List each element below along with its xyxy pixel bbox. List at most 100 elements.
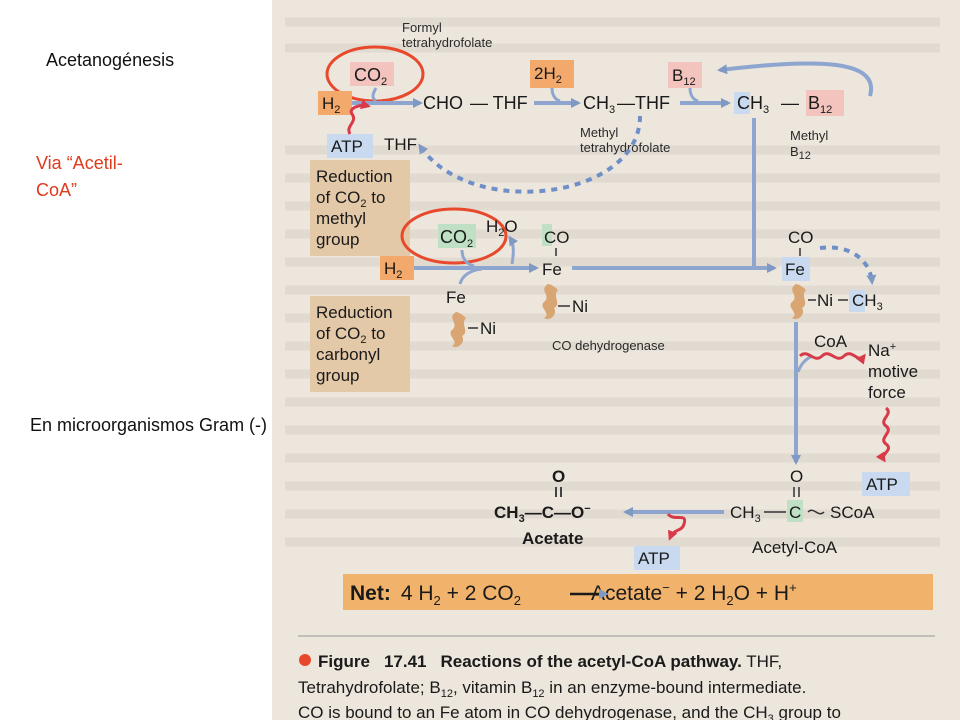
fe-lower-up-arrow	[458, 267, 483, 285]
slide-title: Acetanogénesis	[46, 50, 175, 70]
thf-label: THF	[384, 135, 417, 154]
ch3-right: CH3	[852, 291, 883, 313]
o-acetate: O	[552, 467, 565, 486]
ni-right: Ni	[817, 291, 833, 310]
2h2-box	[530, 60, 574, 88]
h2-mid-box	[380, 256, 414, 280]
reduction-carbonyl-2: of CO2 to	[316, 324, 385, 346]
h2o-out-arrow	[508, 235, 519, 265]
atp-top-wavy	[347, 99, 371, 135]
scoa: SCoA	[830, 503, 875, 522]
b12-right: B12	[808, 93, 832, 116]
h2-top-box	[318, 91, 352, 115]
b12-top-box	[668, 62, 702, 88]
reduction-carbonyl-4: carbonyl	[316, 345, 380, 364]
ch3-b12-dash: —	[781, 93, 799, 113]
ch3-thf-dash: —THF	[617, 93, 670, 113]
2h2-into-arrow	[550, 87, 561, 103]
fe-lower: Fe	[446, 288, 466, 307]
ch3-b12: CH3	[737, 93, 769, 116]
co-mid: CO	[544, 228, 570, 247]
fe-mid: Fe	[542, 260, 562, 279]
h2-top: H2	[322, 94, 340, 116]
b12-recycle-arrow	[717, 61, 874, 97]
co2-mid-circle	[400, 207, 508, 265]
atp-top-box	[327, 134, 373, 158]
enzyme-blob-right	[790, 284, 806, 320]
reduction-carbonyl-1: Reduction	[316, 303, 393, 322]
reduction-methyl-5: group	[316, 230, 359, 249]
fe-right-highlight	[782, 257, 810, 281]
na-label-1: Na+	[868, 341, 896, 360]
reduction-methyl-box	[310, 160, 410, 256]
reduction-methyl-2: of CO2 to	[316, 188, 385, 210]
b12-right-box	[806, 90, 844, 116]
atp-bottom: ATP	[638, 549, 670, 568]
co2-top-highlight	[350, 62, 394, 86]
2h2-label: 2H2	[534, 64, 562, 86]
ch3-b12-highlight	[734, 92, 750, 114]
co2-into-fe-arrow	[460, 249, 475, 268]
atp-top: ATP	[331, 137, 363, 156]
h2-mid: H2	[384, 259, 402, 281]
atp-right-box	[862, 472, 910, 496]
caption-bullet	[299, 654, 311, 666]
methyl-thf-label-2: tetrahydrofolate	[580, 140, 670, 155]
acetate-label: Acetate	[522, 529, 583, 548]
net-equation-band	[343, 574, 933, 610]
reduction-methyl-1: Reduction	[316, 167, 393, 186]
reduction-methyl-4: methyl	[316, 209, 366, 228]
ch3-acetylcoa: CH3	[730, 503, 761, 525]
c-acetylcoa-highlight	[787, 500, 803, 522]
b12-top: B12	[672, 66, 696, 88]
ch3-thf: CH3	[583, 93, 615, 116]
acetylcoa-label: Acetyl-CoA	[752, 538, 838, 557]
co2-mid-highlight	[438, 224, 476, 248]
co-mid-highlight	[542, 224, 552, 246]
ch3-right-highlight	[849, 290, 865, 312]
methyl-thf-label-1: Methyl	[580, 125, 618, 140]
enzyme-blob-mid	[542, 284, 558, 320]
methyl-transfer-dashed	[819, 245, 877, 285]
formyl-thf-label-1: Formyl	[402, 20, 442, 35]
na-wavy-arrow	[798, 352, 866, 365]
enzyme-blob-lower	[450, 312, 466, 348]
formyl-thf-label-2: tetrahydrofolate	[402, 35, 492, 50]
caption-line-3: CO is bound to an Fe atom in CO dehydrog…	[298, 703, 841, 720]
co2-top: CO2	[354, 65, 387, 88]
coa-label: CoA	[814, 332, 848, 351]
reduction-carbonyl-5: group	[316, 366, 359, 385]
atp-right: ATP	[866, 475, 898, 494]
atp-bottom-wavy	[666, 512, 687, 541]
slide-subtitle-line2: CoA”	[36, 180, 78, 200]
reduction-carbonyl-box	[310, 296, 410, 392]
na-label-2: motive	[868, 362, 918, 381]
methyl-b12-label-2: B12	[790, 144, 811, 162]
ni-mid: Ni	[572, 297, 588, 316]
fe-right: Fe	[785, 260, 805, 279]
slide-subtitle: Via “Acetil- CoA”	[36, 150, 123, 204]
caption-line-2: Tetrahydrofolate; B12, vitamin B12 in an…	[298, 678, 806, 700]
slide-subtitle-line1: Via “Acetil-	[36, 153, 123, 173]
slide-note: En microorganismos Gram (-)	[30, 415, 268, 435]
methyl-b12-label-1: Methyl	[790, 128, 828, 143]
na-to-atp-wavy	[875, 406, 890, 463]
co2-mid: CO2	[440, 227, 473, 250]
co-right: CO	[788, 228, 814, 247]
cho-thf: — THF	[470, 93, 528, 113]
cho: CHO	[423, 93, 463, 113]
h2o: H2O	[486, 217, 518, 239]
co2-into-h2-arrow	[371, 87, 378, 103]
thioester-tilde	[807, 509, 825, 515]
atp-bottom-box	[634, 546, 680, 570]
na-label-3: force	[868, 383, 906, 402]
o-acetylcoa: O	[790, 467, 803, 486]
co-dehydrogenase-label: CO dehydrogenase	[552, 338, 665, 353]
ni-lower: Ni	[480, 319, 496, 338]
c-acetylcoa: C	[789, 503, 801, 522]
acetate-formula: CH3—C—O−	[494, 503, 591, 525]
b12-into-arrow	[688, 87, 699, 103]
